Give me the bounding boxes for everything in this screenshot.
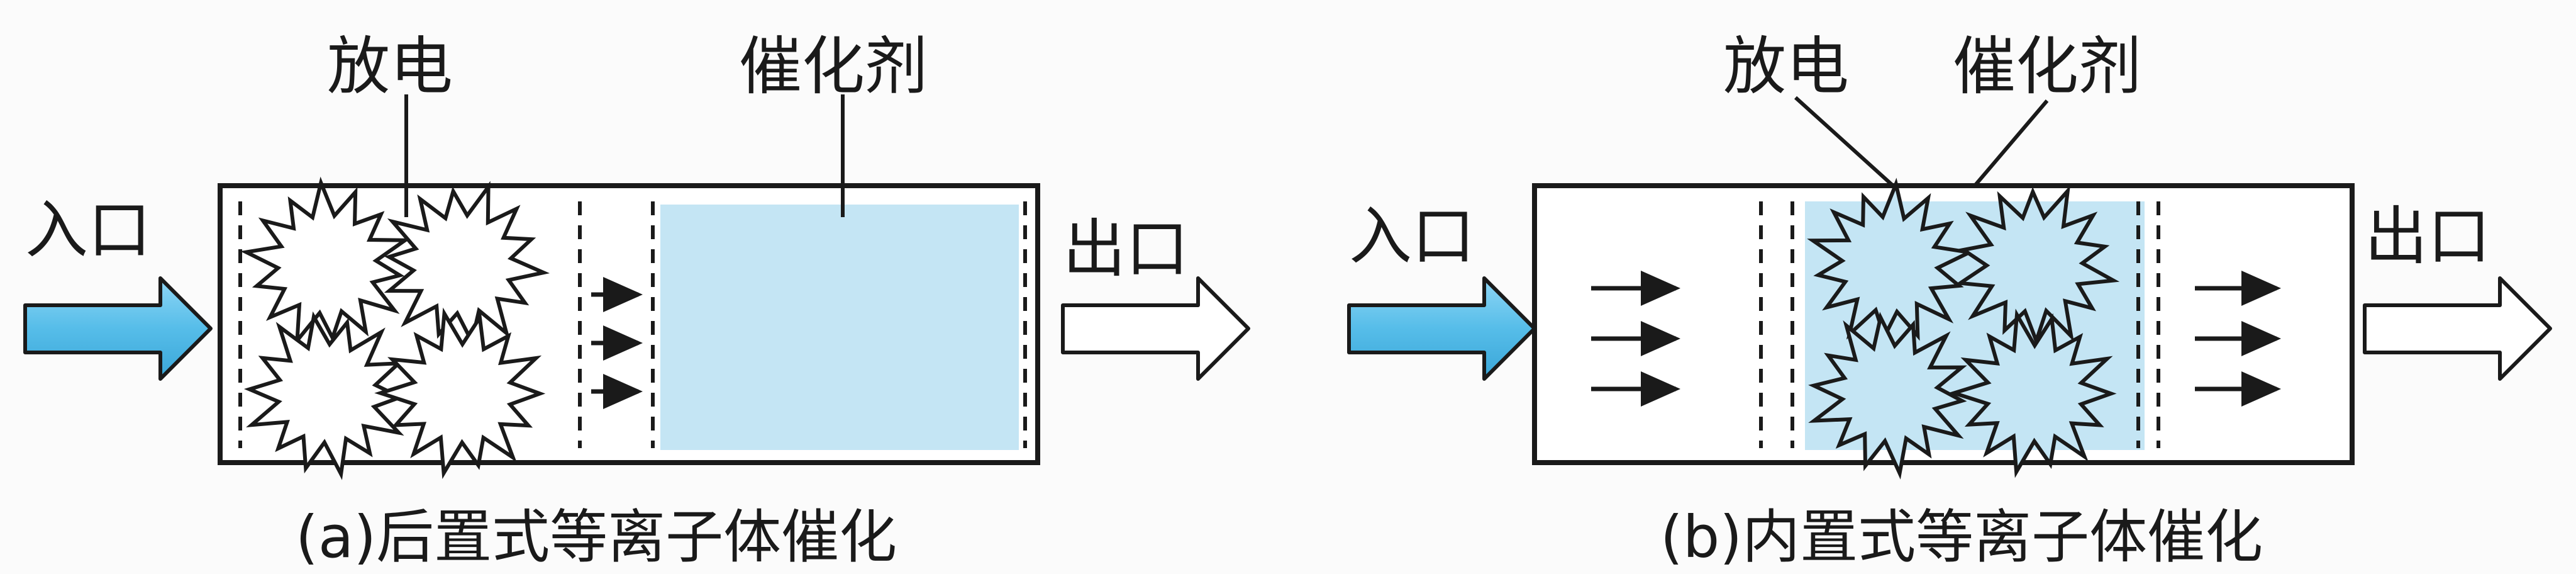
leader-line xyxy=(1794,96,1895,188)
starburst-icon xyxy=(1955,185,2120,347)
discharge-zone xyxy=(240,176,550,480)
catalyst-label: 催化剂 xyxy=(739,30,928,103)
discharge-zone xyxy=(1807,177,2120,480)
diagram-a: 入口 出口 放电 催化剂 (a)后置式等离子体催化 xyxy=(23,30,1250,571)
caption-b: (b)内置式等离子体催化 xyxy=(1660,504,2263,571)
starburst-icon xyxy=(1808,312,1967,480)
starburst-icon xyxy=(1947,308,2117,478)
catalyst-bed xyxy=(660,205,1019,450)
leader-line xyxy=(1973,99,2049,187)
inlet-arrow-icon xyxy=(23,276,213,381)
discharge-label: 放电 xyxy=(1723,30,1849,103)
caption-a: (a)后置式等离子体催化 xyxy=(296,504,897,571)
outlet-label: 出口 xyxy=(2365,200,2490,273)
starburst-icon xyxy=(384,181,550,347)
starburst-icon xyxy=(374,307,546,480)
discharge-label: 放电 xyxy=(327,30,453,103)
outlet-arrow-icon xyxy=(2363,276,2552,381)
starburst-icon xyxy=(240,176,411,347)
inlet-arrow-icon xyxy=(1347,276,1536,381)
catalyst-label: 催化剂 xyxy=(1953,30,2141,103)
outlet-label: 出口 xyxy=(1063,212,1189,286)
starburst-icon xyxy=(243,311,406,480)
outlet-arrow-icon xyxy=(1061,276,1250,381)
starburst-icon xyxy=(1807,177,1976,342)
inlet-label: 入口 xyxy=(1349,200,1475,273)
inlet-label: 入口 xyxy=(25,193,151,267)
diagram-b: 入口 出口 放电 催化剂 (b)内置式等离子体催化 xyxy=(1347,30,2552,571)
